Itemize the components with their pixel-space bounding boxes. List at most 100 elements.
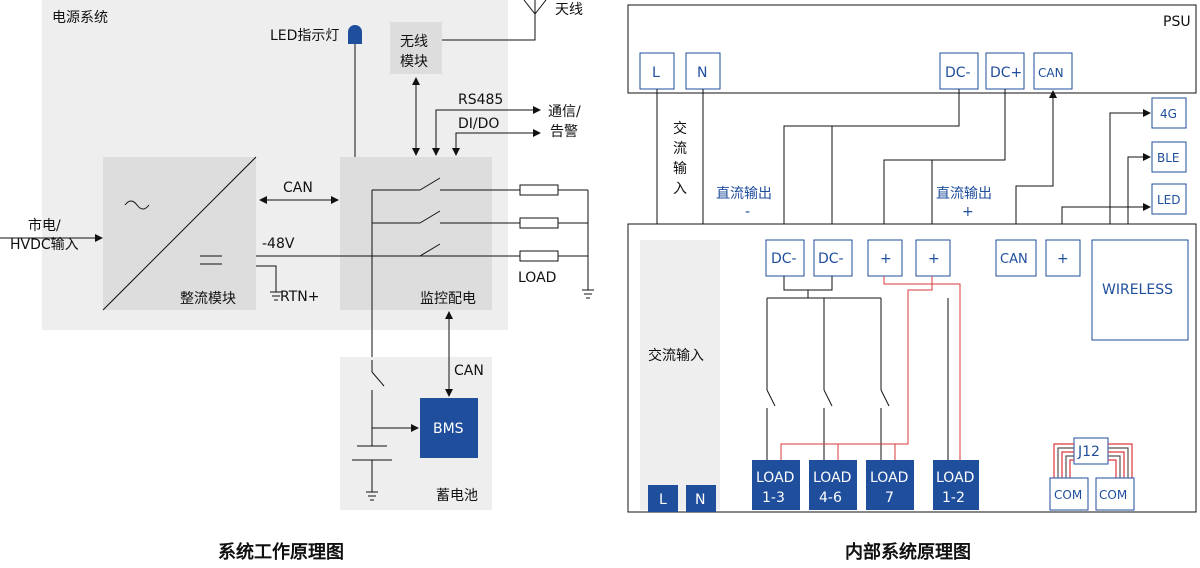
com-port-1: [1049, 477, 1089, 511]
wireless-module-label-2: 模块: [400, 54, 428, 70]
monitor-label: 监控配电: [420, 291, 476, 307]
can-label-lower: CAN: [1000, 252, 1028, 267]
psu-dcplus-terminal: [985, 52, 1025, 90]
dcplus-wire-1: [880, 89, 1006, 239]
4g-terminal: [1151, 97, 1187, 129]
led-terminal: [1151, 183, 1187, 215]
rs485-arrow: [432, 106, 541, 156]
plus-box-1: [867, 239, 903, 277]
dc-out-pos-label-2: +: [962, 204, 974, 220]
rectifier-diagonal: [102, 156, 257, 311]
dcminus-wire-1: [780, 89, 960, 239]
dcminus-label-1: DC-: [771, 251, 797, 267]
dc-out-pos-label-1: 直流输出: [936, 185, 992, 202]
wireless-label: WIRELESS: [1102, 282, 1173, 298]
psu-dcplus-label: DC+: [990, 65, 1022, 81]
psu-dcminus-terminal: [939, 52, 979, 90]
wire-4g: [1109, 109, 1151, 240]
plus-red-wire-b: [780, 276, 933, 460]
psu-l-terminal: [639, 52, 675, 90]
can-box-lower: [995, 239, 1037, 277]
rectifier-label: 整流模块: [180, 291, 236, 307]
com-label-2: COM: [1099, 488, 1127, 502]
n-terminal-label: N: [695, 492, 705, 508]
4g-label: 4G: [1160, 107, 1177, 121]
bms-box: [420, 398, 478, 458]
plus-label-2: +: [928, 251, 940, 267]
load-1-3-label-2: 1-3: [762, 490, 785, 506]
j12-connector: [1073, 437, 1109, 465]
antenna-wire: [442, 12, 536, 41]
plus-box-2: [915, 239, 951, 277]
dc-out-neg-label-1: 直流输出: [716, 185, 772, 202]
load-4-6-label-2: 4-6: [819, 490, 842, 506]
load-resistors: [519, 184, 594, 299]
l-terminal-label: L: [659, 492, 667, 508]
plus-label-3: +: [1057, 251, 1069, 267]
psu-l-label: L: [652, 65, 660, 81]
bms-label: BMS: [433, 421, 464, 437]
power-system-label: 电源系统: [52, 10, 108, 26]
ble-label: BLE: [1157, 151, 1180, 165]
ac-input-block: [640, 240, 720, 510]
j12-label: J12: [1077, 444, 1100, 460]
wireless-module-label-1: 无线: [400, 34, 428, 50]
dcminus-label-2: DC-: [818, 251, 844, 267]
ac-input-vertical-3: 输: [673, 161, 687, 177]
load-switch-1: [766, 389, 776, 407]
bms-can-label: CAN: [454, 363, 484, 379]
ac-input-vertical-1: 交: [673, 120, 687, 137]
battery-label: 蓄电池: [436, 488, 478, 504]
load-1-3: [752, 460, 800, 510]
load-switch-2: [823, 389, 833, 407]
left-diagram: 电源系统 整流模块 市电/ HVDC输入 监控配电 CAN -48V RTN+: [0, 0, 594, 563]
com-port-2: [1095, 477, 1135, 511]
can-up-wire: [1015, 90, 1057, 240]
mains-input-label-2: HVDC输入: [10, 237, 79, 253]
comm-alarm-label-1: 通信/: [548, 104, 581, 120]
minus48v-label: -48V: [262, 236, 295, 252]
plus-label-1: +: [880, 251, 892, 267]
wire-ble: [1127, 153, 1151, 240]
load-switch-3: [880, 389, 890, 407]
rtn-label: RTN+: [280, 289, 319, 305]
ac-input-vertical-2: 流: [673, 141, 687, 157]
battery-switch: [371, 371, 385, 387]
rs485-label: RS485: [458, 92, 503, 108]
psu-n-label: N: [697, 65, 707, 81]
led-indicator-label: LED指示灯: [270, 28, 339, 44]
psu-label: PSU: [1163, 14, 1191, 30]
j12-wiring: [1053, 443, 1133, 478]
led-icon: [348, 25, 362, 44]
psu-box: [627, 4, 1197, 94]
load-1-2: [933, 460, 979, 510]
load-7: [866, 460, 914, 510]
psu-can-label: CAN: [1038, 66, 1064, 80]
wireless-module: [390, 22, 442, 74]
dido-arrow: [452, 129, 541, 156]
dcminus-box-2: [813, 239, 853, 277]
mains-input-label-1: 市电/: [28, 217, 61, 234]
dcminus-box-1: [765, 239, 805, 277]
plus-red-wire-a: [883, 276, 961, 460]
ac-input-vertical-4: 入: [673, 181, 687, 197]
load-switches: [372, 177, 520, 257]
load-7-label-2: 7: [885, 490, 894, 506]
led-label: LED: [1157, 193, 1181, 207]
monitor-distribution-module: [340, 157, 492, 310]
plus-box-3: [1045, 239, 1081, 277]
comm-alarm-label-2: 告警: [550, 124, 578, 140]
n-terminal-bottom: [686, 485, 716, 512]
dido-label: DI/DO: [458, 116, 499, 132]
ac-input-label: 交流输入: [648, 347, 704, 364]
load-1-3-label-1: LOAD: [756, 470, 794, 486]
right-diagram: PSU L N DC- DC+ CAN 交 流 输 入 直流输出 - 直流输出 …: [627, 4, 1197, 563]
load-4-6-label-1: LOAD: [813, 470, 851, 486]
load-label: LOAD: [518, 270, 556, 286]
psu-n-terminal: [685, 52, 721, 90]
load-1-2-label-2: 1-2: [942, 490, 965, 506]
can-label: CAN: [283, 180, 313, 196]
load-1-2-label-1: LOAD: [936, 470, 974, 486]
psu-dcminus-label: DC-: [945, 65, 971, 81]
